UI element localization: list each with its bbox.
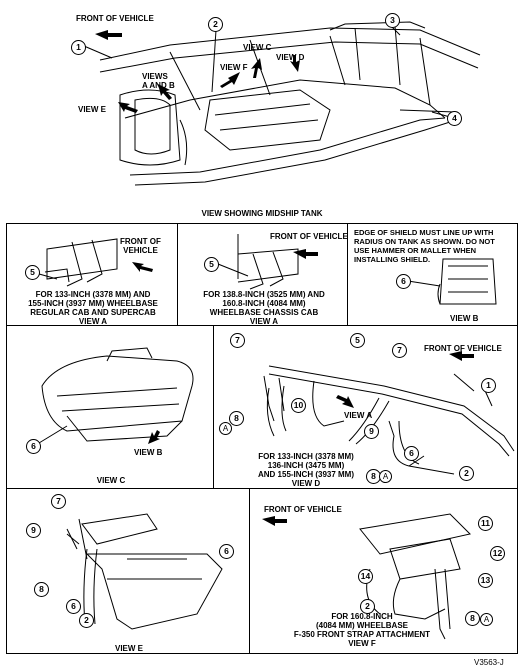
panel-view-f: FRONT OF VEHICLE 11 12 14 13 2 8 A FOR 1… (249, 488, 518, 654)
callout-3: 3 (385, 13, 400, 28)
callout-5: 5 (25, 265, 40, 280)
panel-view-e: 7 9 8 6 2 6 VIEW E (6, 488, 250, 654)
view-c-label: VIEW C (243, 43, 272, 52)
midship-tank-chassis-drawing (83, 21, 481, 186)
callout-8: 8 (229, 411, 244, 426)
callout-7: 7 (392, 343, 407, 358)
callout-8: 8 (34, 582, 49, 597)
callout-6: 6 (26, 439, 41, 454)
view-e-label: VIEW E (78, 105, 107, 114)
callout-11: 11 (478, 516, 493, 531)
view-f-strap-attachment-drawing (262, 513, 471, 640)
callout-7: 7 (51, 494, 66, 509)
front-of-vehicle-label: FRONT OF VEHICLE (76, 14, 154, 23)
callout-a: A (379, 470, 392, 483)
view-a-chassis-bracket-drawing (217, 234, 318, 290)
panel-view-b: EDGE OF SHIELD MUST LINE UP WITH RADIUS … (347, 223, 518, 326)
callout-2: 2 (79, 613, 94, 628)
callout-13: 13 (478, 573, 493, 588)
callout-14: 14 (358, 569, 373, 584)
callout-5: 5 (204, 257, 219, 272)
callout-1: 1 (71, 40, 86, 55)
view-a-caption: FOR 138.8-INCH (3525 MM) AND 160.8-INCH … (203, 290, 325, 326)
view-b-caption: VIEW B (450, 314, 479, 323)
callout-4: 4 (447, 111, 462, 126)
callout-12: 12 (490, 546, 505, 561)
callout-a: A (219, 422, 232, 435)
callout-7: 7 (230, 333, 245, 348)
view-f-label: VIEW F (220, 63, 248, 72)
callout-a: A (480, 613, 493, 626)
view-a-bracket-drawing (31, 238, 153, 287)
callout-1: 1 (481, 378, 496, 393)
callout-8: 8 (465, 611, 480, 626)
top-illustration: FRONT OF VEHICLE VIEW C VIEW D VIEW F VI… (0, 0, 525, 222)
view-b-label: VIEW B (134, 448, 163, 457)
callout-2: 2 (208, 17, 223, 32)
front-of-vehicle-label: FRONT OF VEHICLE (270, 232, 348, 241)
callout-6: 6 (219, 544, 234, 559)
panel-view-c: VIEW B 6 VIEW C (6, 325, 214, 489)
views-a-and-b-label: VIEWS A AND B (142, 72, 175, 90)
callout-6: 6 (66, 599, 81, 614)
panel-view-a-chassis-cab: FRONT OF VEHICLE 5 FOR 138.8-INCH (3525 … (177, 223, 348, 326)
front-of-vehicle-label: FRONT OF VEHICLE (120, 237, 161, 255)
panel-view-a-regular-cab: FRONT OF VEHICLE 5 FOR 133-INCH (3378 MM… (6, 223, 178, 326)
view-d-caption: FOR 133-INCH (3378 MM) 136-INCH (3475 MM… (257, 452, 355, 488)
view-b-shield-drawing (407, 258, 497, 305)
callout-9: 9 (364, 424, 379, 439)
callout-2: 2 (360, 599, 375, 614)
view-a-caption: FOR 133-INCH (3378 MM) AND 155-INCH (393… (28, 290, 158, 326)
panel-view-d: FRONT OF VEHICLE VIEW A 7 5 7 1 8 A 10 9… (213, 325, 518, 489)
top-caption: VIEW SHOWING MIDSHIP TANK (201, 209, 323, 218)
view-c-tank-shield-drawing (38, 347, 194, 444)
view-e-strap-drawing (66, 513, 223, 630)
view-d-label: VIEW D (276, 53, 305, 62)
figure-id: V3563-J (474, 658, 504, 667)
front-of-vehicle-label: FRONT OF VEHICLE (264, 505, 342, 514)
view-a-label: VIEW A (344, 411, 373, 420)
callout-6: 6 (396, 274, 411, 289)
callout-10: 10 (291, 398, 306, 413)
view-f-caption: FOR 160.8-INCH (4084 MM) WHEELBASE F-350… (293, 612, 431, 648)
front-of-vehicle-label: FRONT OF VEHICLE (424, 344, 502, 353)
callout-9: 9 (26, 523, 41, 538)
view-c-caption: VIEW C (96, 476, 126, 485)
installation-note: EDGE OF SHIELD MUST LINE UP WITH RADIUS … (354, 228, 495, 264)
callout-6: 6 (404, 446, 419, 461)
view-e-caption: VIEW E (114, 644, 144, 653)
callout-5: 5 (350, 333, 365, 348)
callout-2: 2 (459, 466, 474, 481)
view-d-straps-drawing (263, 351, 515, 475)
